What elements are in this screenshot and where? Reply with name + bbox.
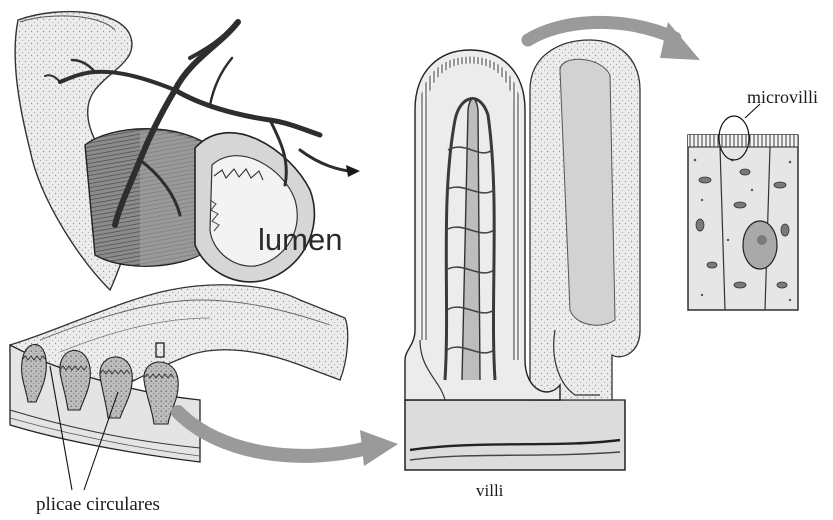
cell-nucleus — [743, 221, 777, 269]
arrow-to-villi — [178, 412, 368, 456]
microvilli-label: microvilli — [747, 87, 818, 108]
arrow-to-villi-head — [360, 430, 398, 466]
villi-block — [405, 40, 640, 470]
microvilli-border — [688, 135, 798, 147]
microvilli-cell-inset — [688, 104, 798, 310]
arrow-to-microvilli — [528, 22, 675, 40]
villi-base — [405, 400, 625, 470]
villi-label: villi — [476, 481, 503, 501]
plicae-circulares-label: plicae circulares — [36, 494, 160, 516]
lumen-label: lumen — [258, 222, 342, 258]
vessel-arrowhead — [346, 165, 360, 177]
